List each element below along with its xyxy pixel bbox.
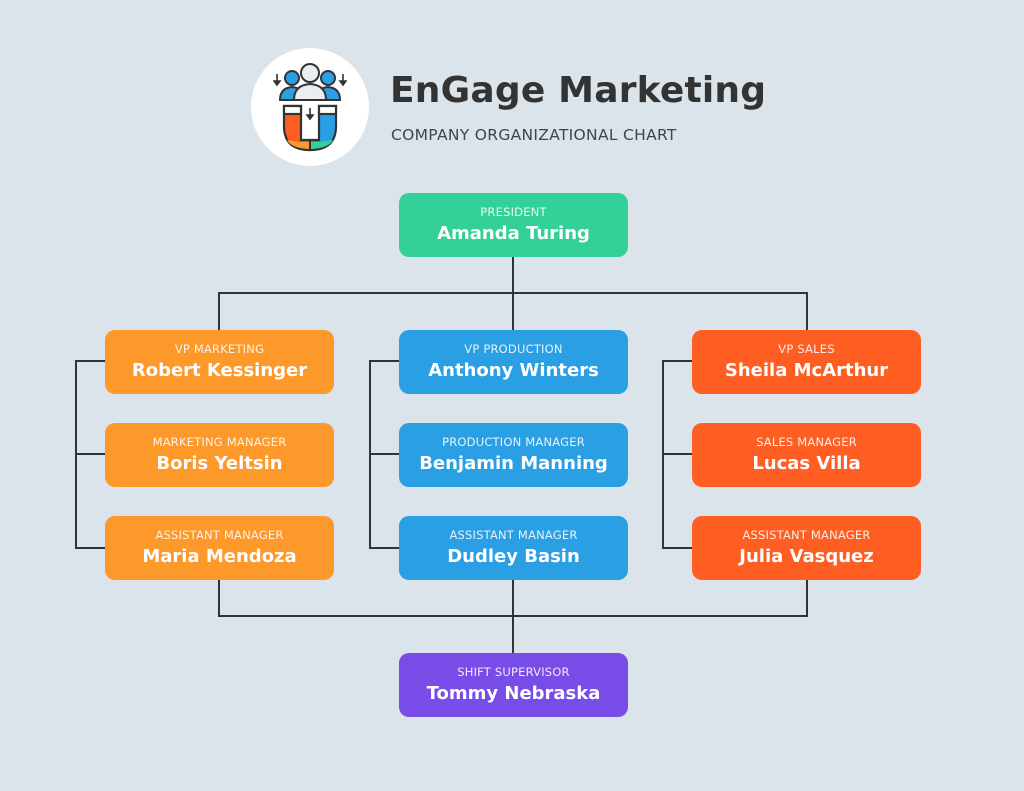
node-sales-manager[interactable]: SALES MANAGER Lucas Villa (692, 423, 921, 487)
magnet-people-icon (273, 63, 347, 152)
node-role: ASSISTANT MANAGER (155, 528, 284, 542)
node-production-assistant-manager[interactable]: ASSISTANT MANAGER Dudley Basin (399, 516, 628, 580)
node-name: Dudley Basin (447, 546, 580, 567)
company-title: EnGage Marketing (390, 70, 767, 111)
connector-bottom-right-rise (806, 579, 808, 616)
node-role: VP SALES (778, 342, 835, 356)
connector-marketing-2 (75, 453, 105, 455)
node-marketing-assistant-manager[interactable]: ASSISTANT MANAGER Maria Mendoza (105, 516, 334, 580)
node-name: Tommy Nebraska (426, 683, 601, 704)
node-shift-supervisor[interactable]: SHIFT SUPERVISOR Tommy Nebraska (399, 653, 628, 717)
node-vp-sales[interactable]: VP SALES Sheila McArthur (692, 330, 921, 394)
node-role: ASSISTANT MANAGER (742, 528, 871, 542)
node-role: PRODUCTION MANAGER (442, 435, 585, 449)
node-role: SALES MANAGER (756, 435, 857, 449)
connector-top-right-drop (806, 292, 808, 330)
connector-sales-1 (662, 360, 692, 362)
node-sales-assistant-manager[interactable]: ASSISTANT MANAGER Julia Vasquez (692, 516, 921, 580)
node-role: MARKETING MANAGER (152, 435, 287, 449)
chart-subtitle: COMPANY ORGANIZATIONAL CHART (391, 126, 677, 144)
connector-production-2 (369, 453, 399, 455)
node-role: SHIFT SUPERVISOR (457, 665, 570, 679)
node-president[interactable]: PRESIDENT Amanda Turing (399, 193, 628, 257)
node-vp-marketing[interactable]: VP MARKETING Robert Kessinger (105, 330, 334, 394)
node-production-manager[interactable]: PRODUCTION MANAGER Benjamin Manning (399, 423, 628, 487)
connector-marketing-1 (75, 360, 105, 362)
connector-top-left-drop (218, 292, 220, 330)
connector-production-1 (369, 360, 399, 362)
node-role: PRESIDENT (480, 205, 547, 219)
node-name: Julia Vasquez (739, 546, 874, 567)
node-marketing-manager[interactable]: MARKETING MANAGER Boris Yeltsin (105, 423, 334, 487)
node-role: VP MARKETING (174, 342, 265, 356)
node-role: ASSISTANT MANAGER (449, 528, 578, 542)
connector-bottom-left-rise (218, 579, 220, 616)
connector-top-horizontal (218, 292, 808, 294)
node-name: Anthony Winters (428, 360, 599, 381)
node-name: Boris Yeltsin (156, 453, 283, 474)
connector-supervisor-up (512, 579, 514, 653)
connector-production-3 (369, 547, 399, 549)
connector-sales-2 (662, 453, 692, 455)
node-name: Lucas Villa (752, 453, 861, 474)
node-role: VP PRODUCTION (464, 342, 563, 356)
connector-marketing-3 (75, 547, 105, 549)
company-logo (251, 48, 369, 166)
node-vp-production[interactable]: VP PRODUCTION Anthony Winters (399, 330, 628, 394)
connector-sales-3 (662, 547, 692, 549)
node-name: Maria Mendoza (142, 546, 297, 567)
node-name: Amanda Turing (437, 223, 590, 244)
node-name: Benjamin Manning (419, 453, 608, 474)
node-name: Sheila McArthur (724, 360, 889, 381)
node-name: Robert Kessinger (131, 360, 308, 381)
